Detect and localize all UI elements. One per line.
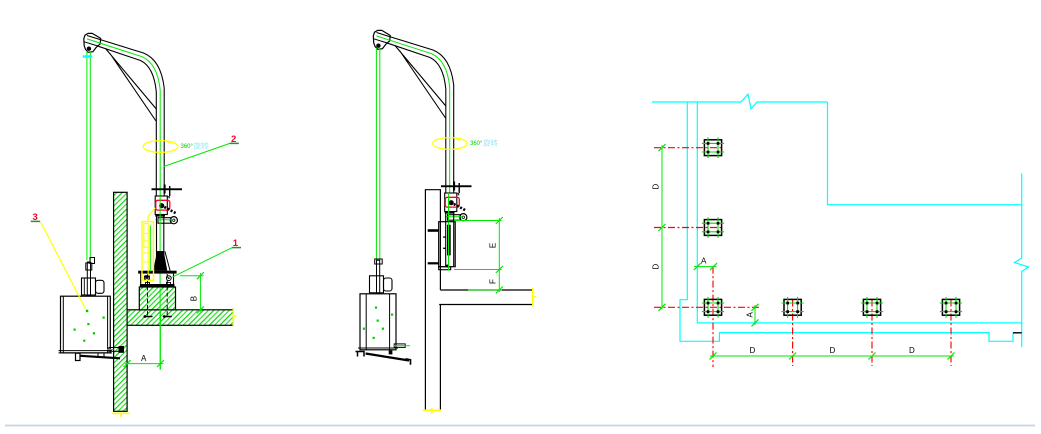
svg-text:D: D [830,346,836,355]
svg-text:D: D [909,346,915,355]
svg-text:A: A [701,257,707,266]
svg-text:E: E [489,243,498,248]
svg-text:F: F [489,279,498,284]
svg-text:D: D [750,346,756,355]
svg-text:A: A [746,312,755,318]
svg-text:D: D [652,264,661,270]
svg-text:2: 2 [231,134,236,145]
svg-text:3: 3 [33,212,38,223]
svg-text:1: 1 [233,238,239,249]
svg-text:B: B [190,296,199,301]
svg-text:D: D [652,184,661,190]
svg-text:A: A [141,354,147,363]
